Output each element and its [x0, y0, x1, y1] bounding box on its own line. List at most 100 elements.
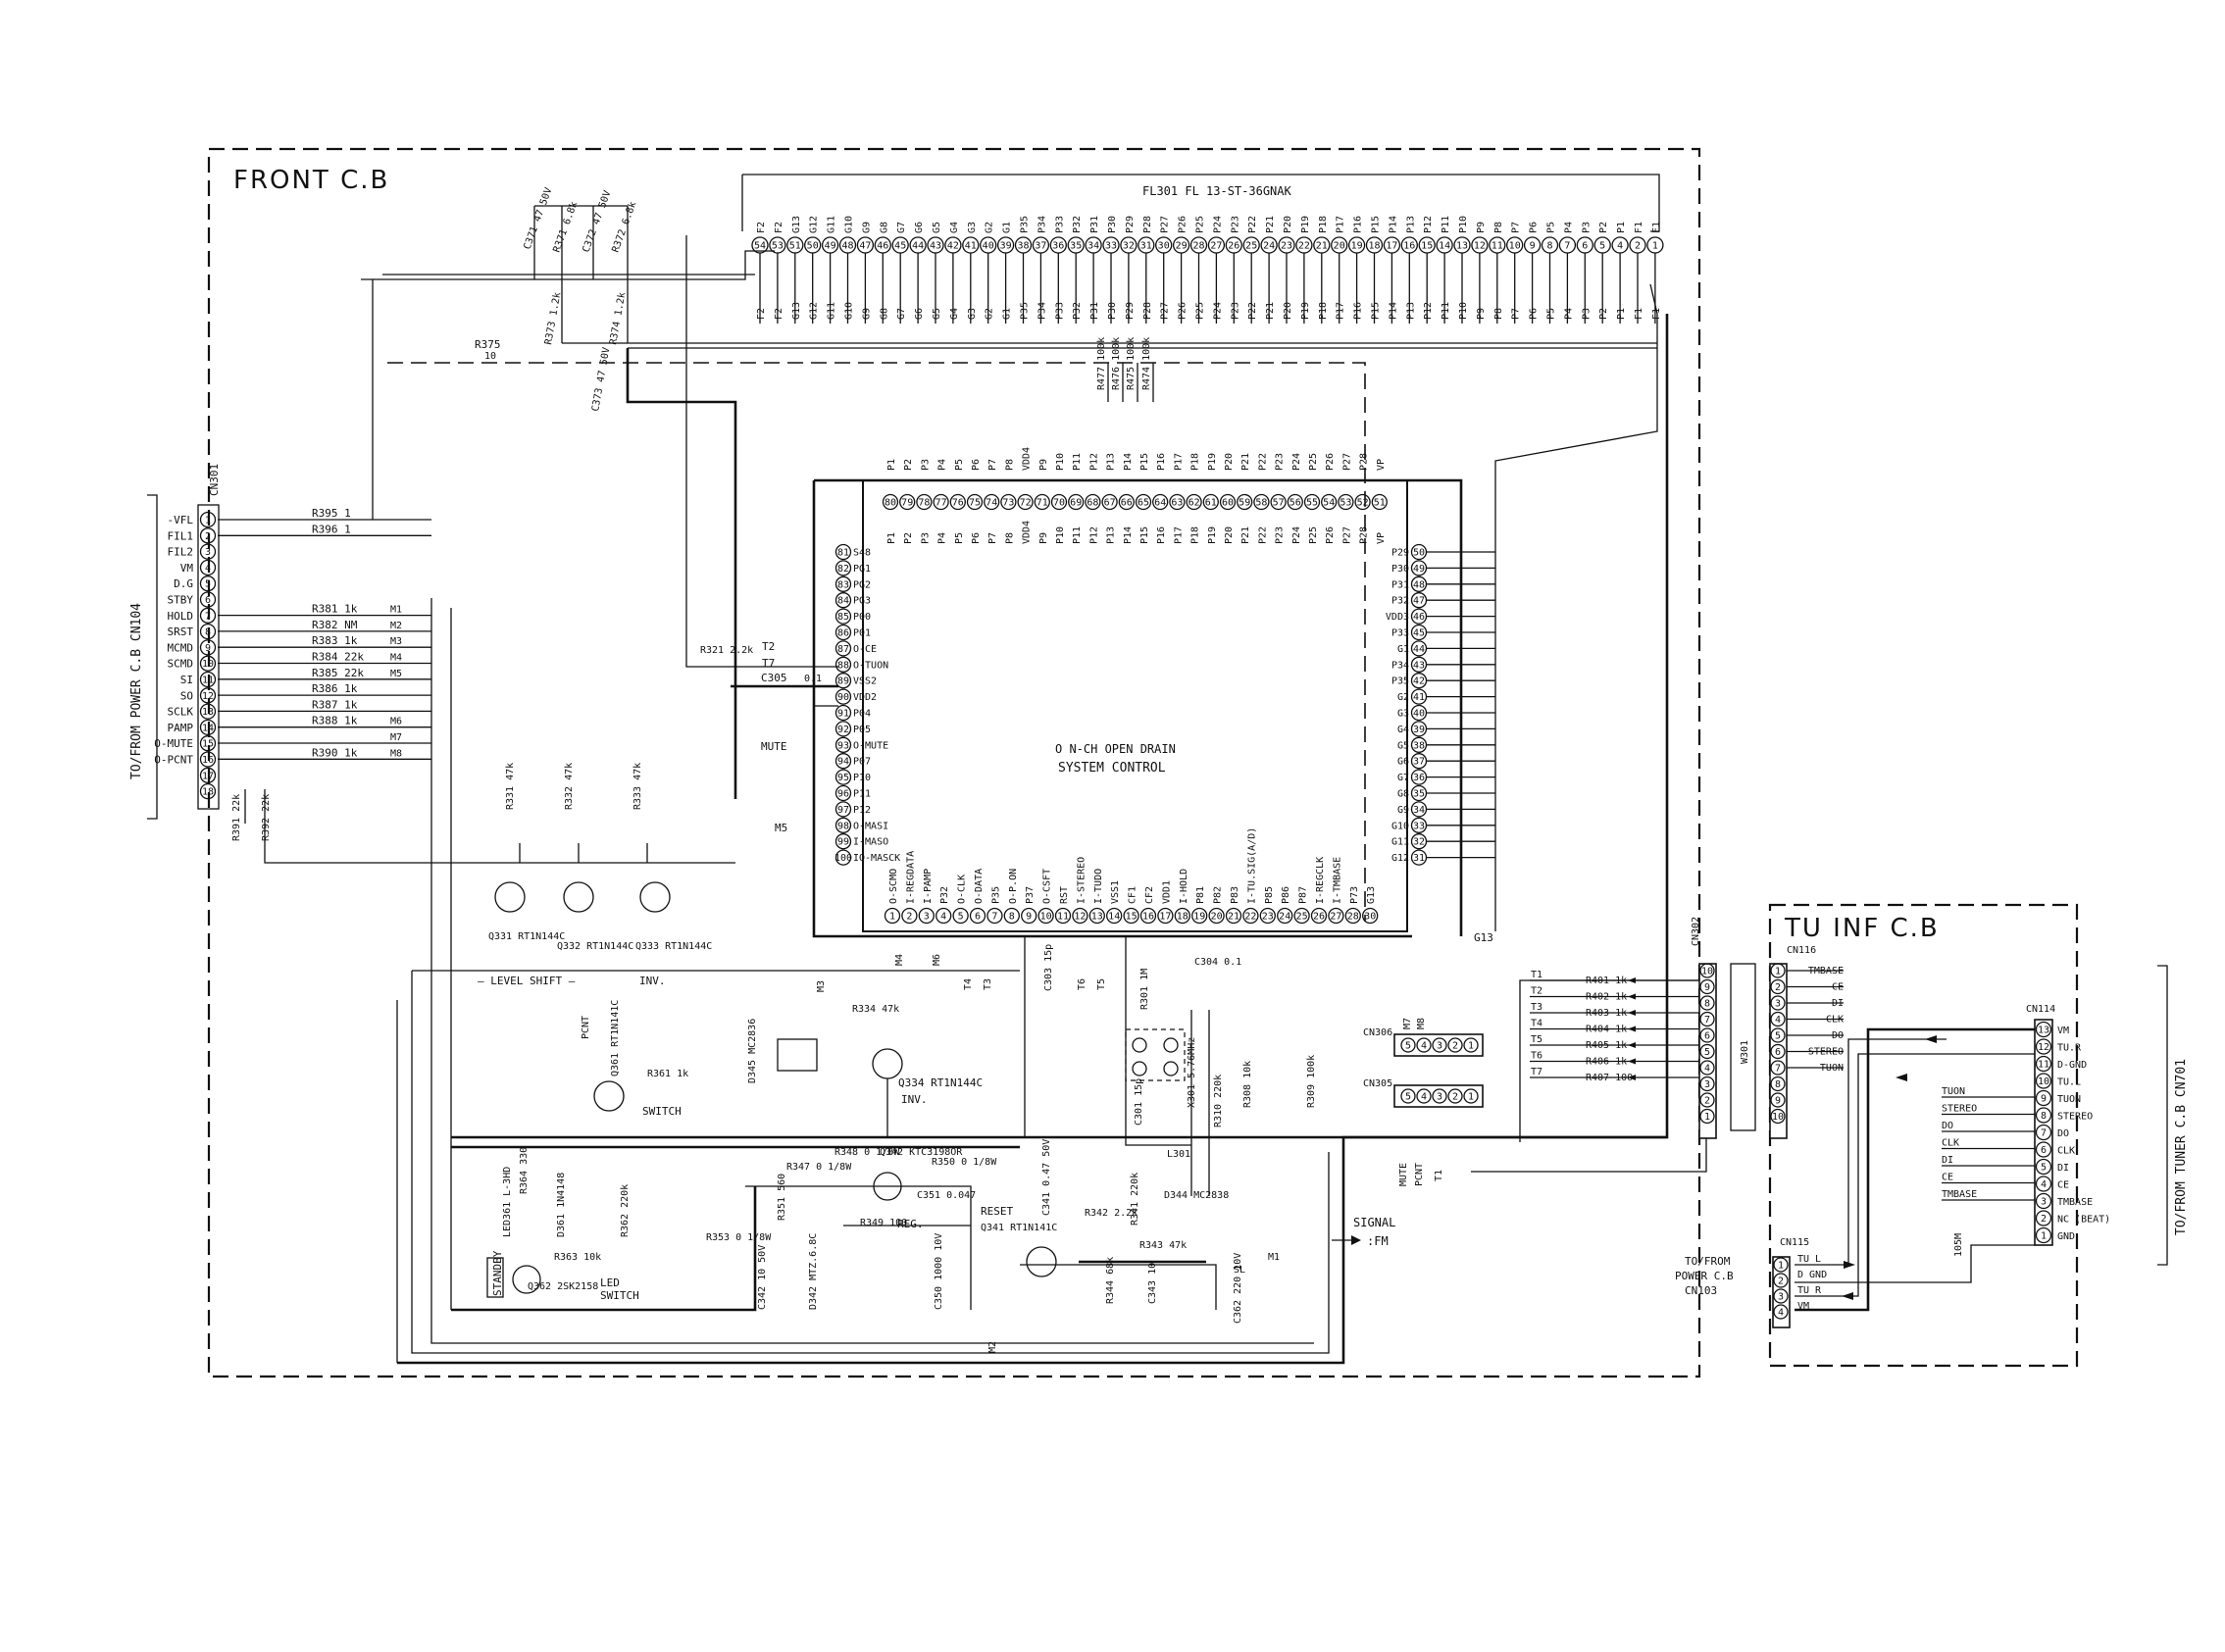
svg-text:4: 4	[1421, 1092, 1427, 1103]
r364-label: R364 330	[519, 1147, 530, 1194]
t-line-resistor: R405 1k	[1586, 1040, 1627, 1051]
q333-label: Q333 RT1N144C	[635, 941, 712, 952]
led-switch-label-1: LED	[600, 1277, 620, 1289]
fl-pin-26: 26	[1225, 236, 1242, 254]
cn116-pin-6: 6	[1770, 1043, 1786, 1060]
svg-text:70: 70	[1053, 498, 1065, 509]
r353-label: R353 0 1/8W	[706, 1232, 772, 1243]
fl-pin-13: 13	[1453, 236, 1471, 254]
cn114-pin-7: 7	[2035, 1124, 2052, 1141]
fl-pin-label: P21	[1265, 216, 1276, 233]
ic-top-pin-label: P11	[1072, 453, 1083, 471]
cn301-net-label: M6	[390, 717, 402, 727]
ic-pins: 80P1P179P2P278P3P377P4P476P5P575P6P674P7…	[834, 447, 1495, 925]
cn301-pin-1: 1	[199, 511, 217, 528]
t-line-resistor: R406 1k	[1586, 1057, 1627, 1068]
cn302-ref: CN302	[1691, 917, 1701, 946]
fl-pin-34: 34	[1085, 236, 1102, 254]
r342-label: R342 2.2k	[1085, 1208, 1138, 1219]
svg-text:1: 1	[889, 912, 895, 923]
svg-text:4: 4	[940, 912, 946, 923]
ic-bottom-pin-label: I-TMBASE	[1332, 857, 1342, 904]
svg-text:19: 19	[1193, 912, 1205, 923]
ic-top-pin-label: P8	[1004, 459, 1015, 471]
svg-text:42: 42	[1413, 676, 1425, 687]
svg-text:32: 32	[1413, 837, 1425, 848]
ic-pin-14: 14	[1106, 907, 1123, 925]
ic-top-inner-label: P12	[1088, 526, 1099, 544]
svg-text:84: 84	[837, 596, 849, 607]
cn301-resistor-label: R395 1	[312, 507, 351, 520]
svg-text:1: 1	[2041, 1231, 2047, 1242]
fl-net-label: G6	[914, 308, 925, 320]
cn305-pin-5: 5	[1400, 1088, 1416, 1104]
fl-pin-44: 44	[909, 236, 927, 254]
regulator-section: R353 0 1/8W R351 560 R347 0 1/8W R348 0 …	[706, 1139, 1245, 1324]
fl-pin-label: P19	[1300, 216, 1311, 233]
ic-top-inner-label: P16	[1156, 526, 1167, 544]
ic-pin-60: 60	[1219, 493, 1237, 511]
ic-top-inner-label: P14	[1123, 526, 1134, 544]
cn301-pin-10: 10	[199, 655, 217, 672]
r361-label: R361 1k	[647, 1069, 688, 1079]
svg-text:40: 40	[1413, 709, 1425, 720]
svg-text:52: 52	[1357, 498, 1369, 509]
fl-pin-42: 42	[944, 236, 962, 254]
ic-pin-86: 86	[834, 624, 852, 641]
fl-net-label: P20	[1283, 302, 1293, 320]
r391-label: R391 22k	[231, 794, 242, 841]
cn114-inner-label: TMBASE	[1942, 1189, 1977, 1200]
svg-text:80: 80	[885, 498, 896, 509]
svg-text:10: 10	[1509, 241, 1521, 252]
ic-right-pin-label: G12	[1391, 853, 1409, 864]
cn115-side-1: TO/FROM	[1685, 1255, 1731, 1268]
ic-left-pin-label: P12	[853, 805, 871, 816]
t-line-arrow-icon	[1628, 1042, 1636, 1048]
svg-text:17: 17	[1386, 241, 1397, 252]
ic-right-pin-label: G7	[1397, 773, 1409, 783]
ic-top-pin-label: P18	[1190, 453, 1201, 471]
c305-value: 0.1	[804, 674, 822, 684]
pullup-resistors: R477 100k R476 100k R475 100k R474 100k	[1096, 337, 1154, 402]
svg-text:16: 16	[1142, 912, 1154, 923]
ic-right-pin-label: P32	[1391, 596, 1409, 607]
cn301-resistor-label: R387 1k	[312, 698, 358, 711]
ic-bottom-pin-label: O-CLK	[957, 875, 968, 904]
svg-text:63: 63	[1171, 498, 1183, 509]
svg-text:24: 24	[1263, 241, 1275, 252]
ic-pin-2: 2	[901, 907, 918, 925]
l301-label: L301	[1167, 1149, 1190, 1160]
cn116-pin-label: DO	[1832, 1030, 1844, 1041]
cn302-pin-8: 8	[1699, 995, 1715, 1011]
tuinf-board-title: TU INF C.B	[1784, 914, 1940, 943]
ic-bottom-pin-label: VDD1	[1161, 880, 1172, 904]
fl-net-label: P35	[1020, 302, 1031, 320]
q331-symbol	[494, 881, 526, 913]
fl-pin-48: 48	[838, 236, 857, 254]
power-top-section: C371 47 50V R371 6.8k C372 47 50V R372 6…	[361, 186, 1657, 799]
ic-left-pin-label: O-CE	[853, 644, 877, 655]
cn114-pin-13: 13	[2035, 1021, 2052, 1038]
ic-top-inner-label: P3	[920, 532, 931, 544]
ic-left-pin-label: O-TUON	[853, 660, 888, 671]
ic-pin-46: 46	[1410, 608, 1428, 625]
ic-right-pin-label: VDD3	[1386, 612, 1409, 623]
ic-top-pin-label: P28	[1359, 453, 1370, 471]
svg-text:10: 10	[2038, 1076, 2049, 1087]
svg-text:41: 41	[1413, 692, 1425, 703]
cn114-pin-11: 11	[2035, 1055, 2052, 1073]
cn301-pin-7: 7	[199, 607, 217, 624]
fl-pin-46: 46	[874, 236, 891, 254]
c305-label: C305	[761, 672, 787, 684]
cn306-pin-3: 3	[1432, 1037, 1447, 1053]
cn114-inner-label: STEREO	[1942, 1104, 1977, 1115]
front-board-outline	[207, 147, 1701, 1378]
ic-pin-55: 55	[1303, 493, 1321, 511]
ic-top-pin-label: VDD4	[1022, 447, 1033, 471]
svg-text:2: 2	[1452, 1041, 1458, 1052]
cn114-pin-label: GND	[2057, 1231, 2075, 1242]
cn301-pin-4: 4	[199, 559, 217, 576]
t7-net: T7	[762, 657, 775, 670]
svg-text:2: 2	[1704, 1096, 1710, 1107]
svg-text:17: 17	[202, 771, 214, 781]
